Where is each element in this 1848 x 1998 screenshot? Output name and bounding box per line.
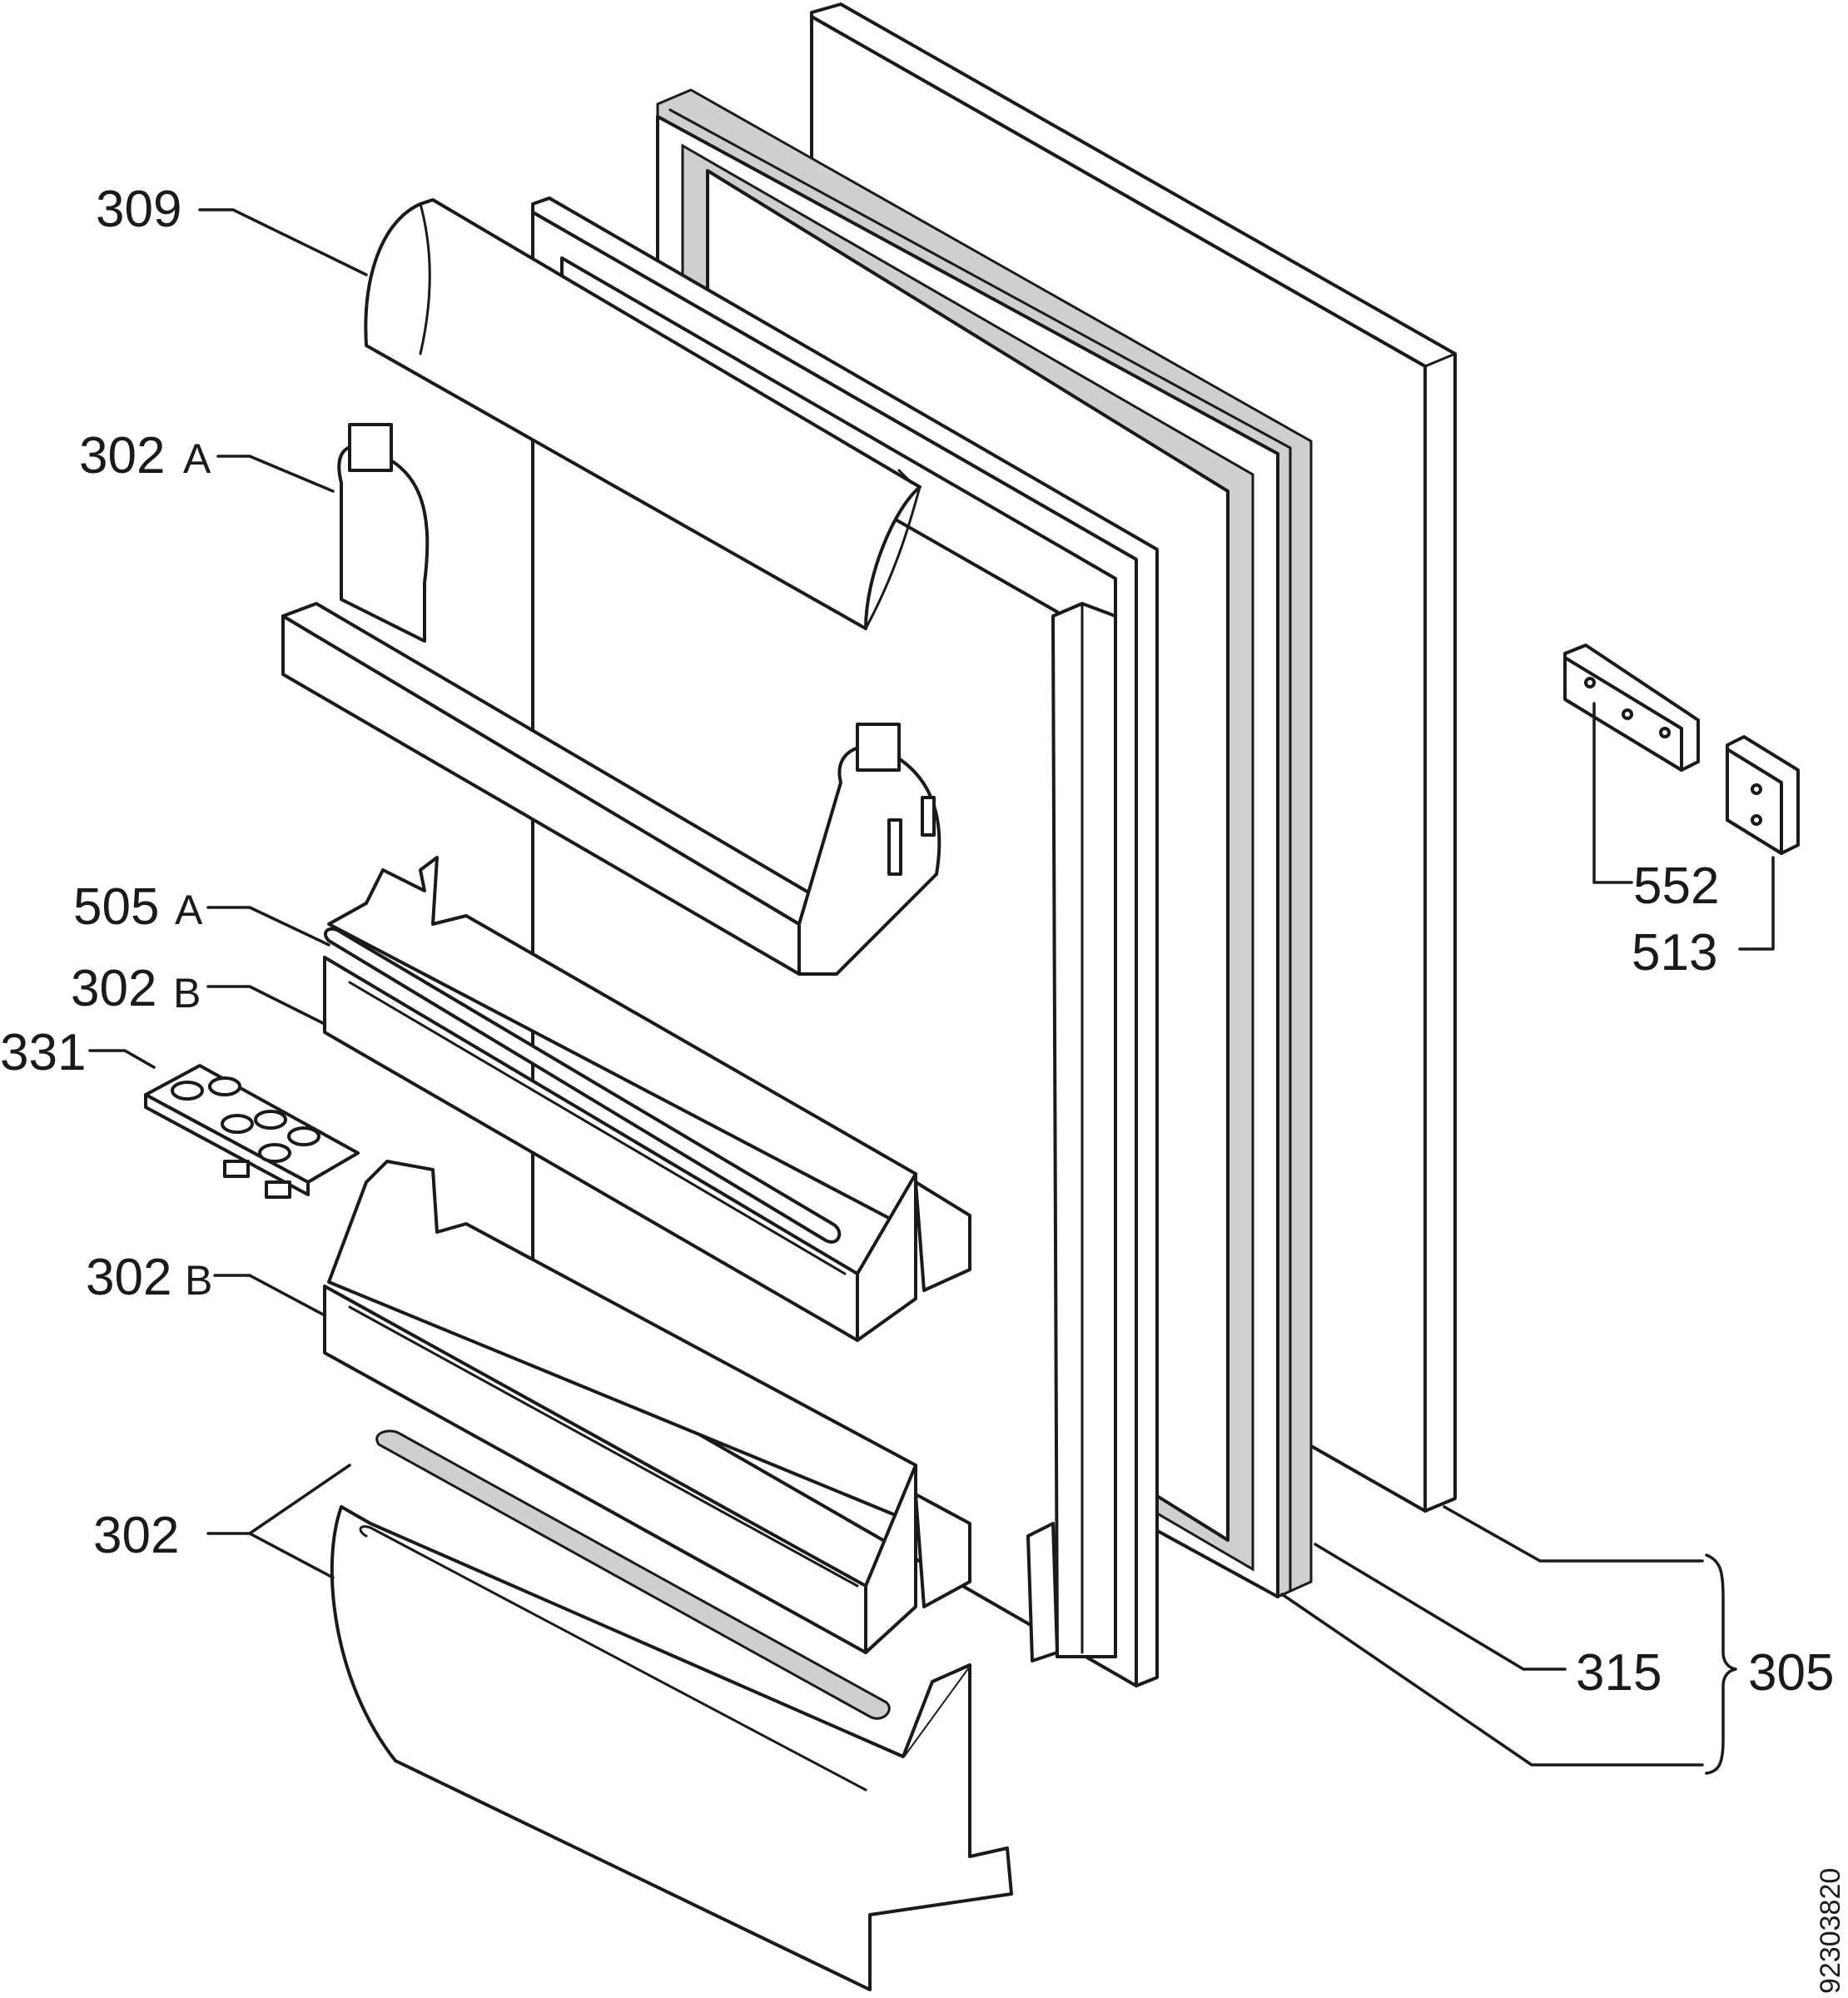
- part-labels: 309 302 A 505 A 302 B 331 302 B 302 552 …: [0, 181, 1834, 1702]
- door-shelf-icon: [281, 423, 941, 976]
- egg-tray-icon: [144, 1064, 360, 1199]
- label-505a-suffix: A: [175, 887, 203, 933]
- document-number: 92303820: [1815, 1868, 1846, 1994]
- bottle-shelf-icon: [330, 1429, 1013, 1991]
- butter-compartment-lid-icon: [364, 198, 922, 630]
- label-302b-lower-suffix: B: [185, 1257, 212, 1304]
- label-302a: 302: [79, 427, 165, 485]
- label-302b-upper-suffix: B: [173, 970, 201, 1016]
- label-302b-upper: 302: [71, 960, 156, 1017]
- label-305: 305: [1748, 1644, 1834, 1702]
- hinge-plate-icon: [1563, 644, 1700, 772]
- label-331: 331: [0, 1024, 86, 1081]
- label-309: 309: [96, 181, 181, 238]
- label-302b-lower: 302: [86, 1249, 171, 1306]
- door-shelf-icon: [323, 1160, 971, 1654]
- door-shelf-icon: [323, 856, 971, 1342]
- hinge-bracket-icon: [1726, 735, 1800, 855]
- label-552: 552: [1633, 857, 1719, 915]
- leader-lines: [88, 208, 1775, 1775]
- label-505a: 505: [73, 878, 159, 936]
- label-315: 315: [1576, 1644, 1662, 1702]
- label-302: 302: [93, 1507, 179, 1564]
- label-513: 513: [1632, 924, 1717, 982]
- label-302a-suffix: A: [183, 435, 211, 482]
